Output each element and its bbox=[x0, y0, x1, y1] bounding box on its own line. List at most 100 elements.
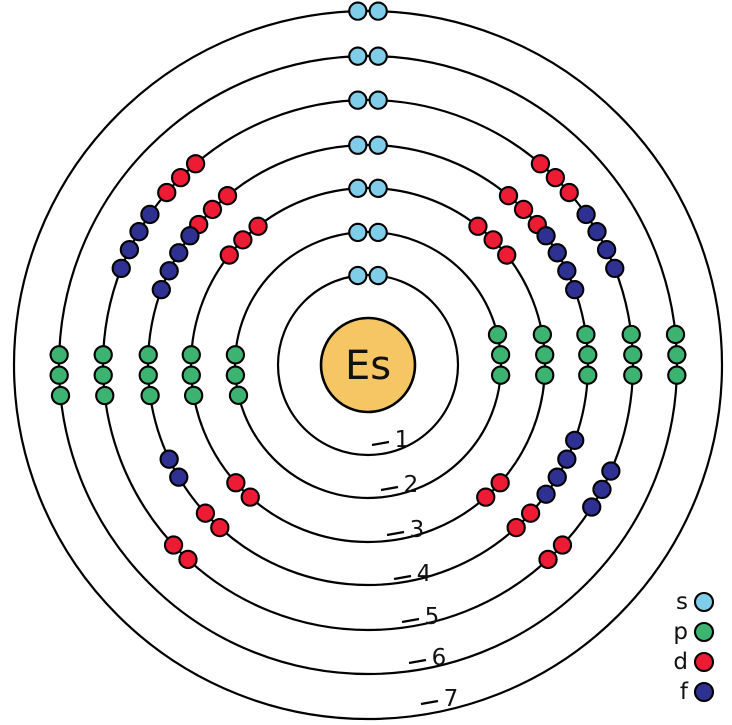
electron-p-shell4-7 bbox=[140, 385, 160, 406]
electron-d-shell4-13 bbox=[217, 186, 238, 206]
electron-p-shell6-2 bbox=[667, 345, 687, 365]
electron-d-shell4-14 bbox=[520, 503, 541, 523]
electron-s-shell5-1 bbox=[368, 90, 388, 110]
electron-f-shell5-25 bbox=[140, 204, 160, 225]
nucleus-group: Es bbox=[319, 316, 417, 414]
electron-s-shell5-0 bbox=[348, 90, 368, 110]
electron-d-shell5-14 bbox=[552, 535, 573, 555]
electron-f-shell4-22 bbox=[151, 279, 171, 300]
legend-label-s: s bbox=[676, 589, 688, 615]
shell-number-label-7: 7 bbox=[444, 686, 459, 712]
electron-d-shell3-14 bbox=[490, 473, 510, 493]
electron-d-shell3-10 bbox=[497, 245, 517, 265]
shell-ring-3 bbox=[189, 186, 547, 544]
shell-number-label-6: 6 bbox=[432, 645, 447, 671]
shell-leader-4 bbox=[393, 574, 412, 581]
electron-d-shell4-12 bbox=[202, 199, 223, 220]
electron-p-shell6-3 bbox=[667, 365, 687, 385]
shell-number-label-3: 3 bbox=[410, 517, 425, 543]
shell-ring-7 bbox=[12, 9, 724, 721]
electron-f-shell5-26 bbox=[601, 461, 621, 481]
electron-d-shell3-16 bbox=[240, 487, 260, 507]
electron-s-shell7-1 bbox=[368, 1, 388, 21]
shell-leader-3 bbox=[386, 530, 405, 537]
legend-label-d: d bbox=[673, 649, 688, 675]
electron-s-shell6-1 bbox=[368, 46, 388, 66]
electron-d-shell5-13 bbox=[185, 154, 206, 174]
electron-d-shell4-15 bbox=[506, 517, 526, 538]
shell-number-label-4: 4 bbox=[417, 561, 432, 587]
electron-d-shell5-8 bbox=[530, 154, 551, 174]
electron-s-shell3-1 bbox=[368, 178, 388, 198]
electron-p-shell3-2 bbox=[535, 345, 555, 365]
electron-d-shell3-17 bbox=[226, 473, 246, 493]
electron-f-shell4-28 bbox=[547, 467, 567, 487]
legend-swatch-s bbox=[693, 591, 715, 613]
shell-leader-7 bbox=[420, 699, 439, 706]
electron-p-shell6-6 bbox=[665, 324, 686, 345]
electron-f-shell5-21 bbox=[605, 258, 625, 279]
electron-f-shell5-18 bbox=[576, 204, 596, 225]
electron-s-shell2-0 bbox=[348, 222, 368, 243]
legend-label-p: p bbox=[673, 619, 688, 645]
electron-f-shell5-23 bbox=[119, 240, 140, 260]
shell-leader-5 bbox=[401, 617, 420, 624]
electron-p-shell3-7 bbox=[183, 385, 204, 406]
shell-number-label-1: 1 bbox=[395, 427, 410, 453]
electron-p-shell6-7 bbox=[50, 385, 71, 406]
legend-label-f: f bbox=[680, 679, 689, 705]
electron-d-shell5-17 bbox=[163, 535, 184, 555]
electron-p-shell2-3 bbox=[490, 365, 511, 385]
electron-f-shell4-19 bbox=[547, 243, 567, 263]
electron-p-shell2-4 bbox=[225, 365, 246, 385]
electron-f-shell4-18 bbox=[536, 226, 556, 246]
electron-f-shell5-27 bbox=[592, 479, 612, 500]
electron-p-shell5-4 bbox=[93, 365, 113, 385]
electron-f-shell4-27 bbox=[557, 449, 577, 469]
nucleus bbox=[319, 316, 417, 414]
electron-f-shell4-30 bbox=[169, 467, 189, 487]
shell-leader-lines bbox=[371, 440, 439, 706]
electron-p-shell2-6 bbox=[487, 325, 508, 345]
electron-p-shell5-2 bbox=[623, 345, 643, 365]
shell-ring-4 bbox=[146, 143, 590, 587]
electron-d-shell3-8 bbox=[468, 216, 488, 236]
electron-p-shell6-5 bbox=[49, 345, 69, 365]
electron-d-shell3-9 bbox=[483, 230, 503, 250]
electron-d-shell4-9 bbox=[513, 199, 534, 220]
electron-d-shell3-12 bbox=[233, 230, 253, 250]
shell-ring-5 bbox=[101, 98, 635, 632]
electron-p-shell4-2 bbox=[578, 345, 598, 365]
electron-f-shell5-22 bbox=[111, 258, 131, 279]
electron-f-shell4-21 bbox=[565, 279, 585, 300]
electron-p-shell3-5 bbox=[181, 345, 201, 365]
legend-swatch-d bbox=[693, 651, 715, 673]
electron-d-shell5-16 bbox=[178, 549, 198, 570]
electron-p-shell3-3 bbox=[535, 365, 555, 385]
electron-s-shell6-0 bbox=[348, 46, 368, 66]
electron-s-shell2-1 bbox=[368, 222, 388, 243]
legend-swatch-f bbox=[693, 681, 715, 703]
electron-f-shell5-28 bbox=[582, 497, 602, 517]
shell-leader-1 bbox=[371, 440, 390, 447]
electron-d-shell4-8 bbox=[498, 186, 519, 206]
electron-f-shell4-31 bbox=[159, 449, 179, 469]
electron-p-shell2-7 bbox=[228, 385, 249, 405]
electron-d-shell5-15 bbox=[538, 549, 558, 570]
electron-p-shell2-5 bbox=[225, 345, 246, 365]
electron-s-shell4-0 bbox=[348, 135, 368, 155]
electron-p-shell4-6 bbox=[576, 324, 596, 345]
shell-ring-6 bbox=[57, 54, 679, 676]
electron-f-shell4-29 bbox=[536, 484, 556, 504]
electron-p-shell3-6 bbox=[532, 324, 553, 345]
electron-s-shell4-1 bbox=[368, 135, 388, 155]
electron-p-shell5-6 bbox=[621, 324, 641, 345]
electron-f-shell4-24 bbox=[169, 243, 189, 263]
electron-d-shell4-16 bbox=[210, 517, 230, 538]
electron-p-shell4-4 bbox=[138, 365, 158, 385]
electron-s-shell7-0 bbox=[348, 1, 368, 21]
